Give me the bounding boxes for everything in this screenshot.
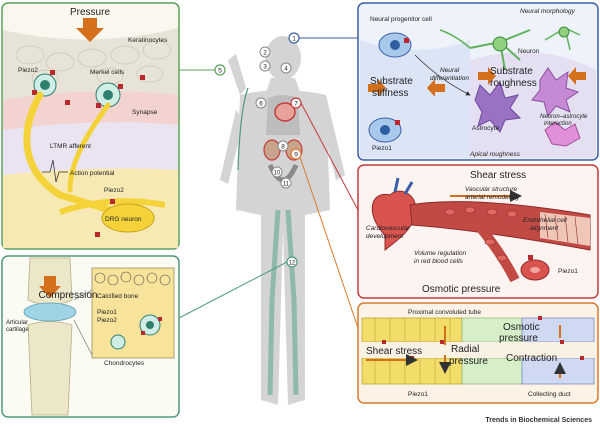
substrate-roughness-label-2: roughness bbox=[490, 78, 537, 89]
piezo2-label: Piezo2 bbox=[18, 67, 38, 74]
marker-5[interactable]: 5 bbox=[214, 64, 226, 76]
piezo1-kidney-label: Piezo1 bbox=[408, 391, 428, 398]
piezo1-vascular-label: Piezo1 bbox=[558, 268, 578, 275]
marker-4[interactable]: 4 bbox=[280, 62, 292, 74]
red-blood-cells bbox=[444, 206, 518, 262]
svg-text:8: 8 bbox=[281, 144, 285, 151]
marker-1[interactable]: 1 bbox=[288, 32, 300, 44]
marker-7[interactable]: 7 bbox=[290, 97, 302, 109]
radial-pressure-label-2: pressure bbox=[449, 356, 488, 367]
piezo2-channel-icon bbox=[32, 70, 145, 108]
neural-morphology-label: Neural morphology bbox=[520, 8, 576, 15]
progenitor-cell-icon bbox=[368, 32, 412, 143]
cardiovascular-label-1: Cardiovascular bbox=[366, 225, 410, 232]
svg-text:11: 11 bbox=[283, 182, 290, 188]
drg-neuron-label: DRG neuron bbox=[105, 216, 142, 223]
piezo1-brain-label: Piezo1 bbox=[372, 145, 392, 152]
marker-12[interactable]: 12 bbox=[286, 256, 298, 268]
kidney-panel: Proximal convoluted tube Shear stress Ra… bbox=[357, 302, 599, 404]
pressure-title: Pressure bbox=[70, 7, 110, 18]
svg-text:10: 10 bbox=[274, 171, 281, 177]
marker-9[interactable]: 9 bbox=[290, 148, 302, 160]
body-markers: 1 2 3 4 5 6 7 8 9 10 11 12 bbox=[214, 32, 302, 268]
neuron-astrocyte-label-1: Neuron–astrocyte bbox=[540, 114, 588, 120]
substrate-roughness-label-1: Substrate bbox=[490, 66, 533, 77]
drg-neuron-icon bbox=[59, 198, 166, 237]
action-potential-trace bbox=[42, 159, 68, 183]
svg-text:12: 12 bbox=[289, 261, 296, 267]
ltmr-afferent-fiber bbox=[23, 91, 114, 214]
marker-3[interactable]: 3 bbox=[259, 60, 271, 72]
keratinocytes-label: Keratinocytes bbox=[128, 37, 168, 44]
skin-pressure-panel: Pressure Keratinocytes Piezo2 Merkel cel… bbox=[1, 2, 180, 250]
marker-11[interactable]: 11 bbox=[280, 177, 292, 189]
neuron-icon bbox=[439, 26, 581, 71]
piezo1-label: Piezo1 bbox=[97, 309, 117, 316]
kidney-shear-stress-label: Shear stress bbox=[366, 346, 422, 357]
heart-icon bbox=[371, 177, 417, 252]
journal-footer: Trends in Biochemical Sciences bbox=[485, 417, 592, 424]
svg-text:1: 1 bbox=[292, 36, 296, 43]
panel-connectors bbox=[178, 37, 359, 329]
radial-pressure-label-1: Radial bbox=[451, 344, 479, 355]
piezo2-knee-label: Piezo2 bbox=[97, 317, 117, 324]
merkel-cells-label: Merkel cells bbox=[90, 69, 125, 76]
osmotic-pressure-label: Osmotic pressure bbox=[422, 284, 501, 295]
marker-2[interactable]: 2 bbox=[259, 46, 271, 58]
neuron-label: Neuron bbox=[518, 48, 540, 55]
synapse-label: Synapse bbox=[132, 109, 158, 116]
marker-6[interactable]: 6 bbox=[255, 97, 267, 109]
compression-title: Compression bbox=[39, 290, 98, 301]
neural-differentiation-label-2: differentiation bbox=[430, 75, 469, 82]
human-body-silhouette bbox=[220, 36, 345, 405]
collecting-duct-label: Collecting duct bbox=[528, 391, 571, 398]
astrocyte-label: Astrocyte bbox=[472, 125, 499, 132]
kidney-osmotic-label-2: pressure bbox=[499, 333, 538, 344]
endothelial-label-1: Endothelial cell bbox=[523, 217, 567, 224]
cartilage-label: cartilage bbox=[6, 327, 29, 333]
substrate-stiffness-label-2: stiffness bbox=[372, 88, 409, 99]
shear-stress-title: Shear stress bbox=[470, 170, 526, 181]
neural-progenitor-label: Neural progenitor cell bbox=[370, 16, 432, 23]
cardiovascular-label-2: development bbox=[366, 233, 404, 240]
neural-substrate-panel: Neural progenitor cell Neural morphology… bbox=[357, 2, 599, 161]
vascular-structure-label-2: arterial remodeling bbox=[465, 194, 519, 201]
articular-label: Articular bbox=[6, 320, 28, 326]
volume-regulation-label-1: Volume regulation bbox=[414, 250, 467, 257]
proximal-tube-label: Proximal convoluted tube bbox=[408, 309, 481, 316]
svg-text:2: 2 bbox=[263, 50, 267, 57]
neural-differentiation-label-1: Neural bbox=[440, 67, 460, 74]
substrate-stiffness-label-1: Substrate bbox=[370, 76, 413, 87]
svg-text:6: 6 bbox=[259, 101, 263, 108]
svg-text:7: 7 bbox=[294, 101, 298, 108]
apical-roughness-label: Apical roughness bbox=[469, 151, 521, 158]
piezo2-lower-label: Piezo2 bbox=[104, 187, 124, 194]
svg-text:9: 9 bbox=[294, 152, 298, 159]
svg-text:4: 4 bbox=[284, 66, 288, 73]
action-potential-label: Action potential bbox=[70, 170, 115, 177]
neuron-astrocyte-label-2: interaction bbox=[544, 121, 572, 127]
substrate-arrows bbox=[368, 67, 586, 97]
kidney-osmotic-label-1: Osmotic bbox=[503, 322, 540, 333]
chondrocyte-icon bbox=[110, 314, 162, 350]
endothelial-label-2: alignment bbox=[530, 225, 559, 232]
merkel-cell-icon bbox=[33, 73, 121, 108]
astrocyte-icon bbox=[474, 67, 581, 147]
rbc-cell-icon bbox=[520, 255, 550, 281]
volume-regulation-label-2: in red blood cells bbox=[414, 258, 464, 265]
calcified-bone-label: Calcified bone bbox=[97, 293, 139, 300]
chondrocytes-label: Chondrocytes bbox=[104, 360, 145, 367]
marker-10[interactable]: 10 bbox=[271, 166, 283, 178]
vascular-structure-label-1: Vascular structure bbox=[465, 186, 518, 193]
svg-text:5: 5 bbox=[218, 68, 222, 75]
marker-8[interactable]: 8 bbox=[277, 140, 289, 152]
svg-text:3: 3 bbox=[263, 64, 267, 71]
compression-arrow-icon bbox=[39, 276, 61, 298]
pressure-arrow-icon bbox=[76, 18, 104, 42]
knee-compression-panel: Compression Articular cartilage Calcifie… bbox=[1, 255, 180, 418]
vascular-shear-panel: Shear stress Vascular structure arterial… bbox=[357, 164, 599, 299]
contraction-label: Contraction bbox=[506, 353, 557, 364]
ltmr-afferent-label: LTMR afferent bbox=[50, 143, 91, 150]
